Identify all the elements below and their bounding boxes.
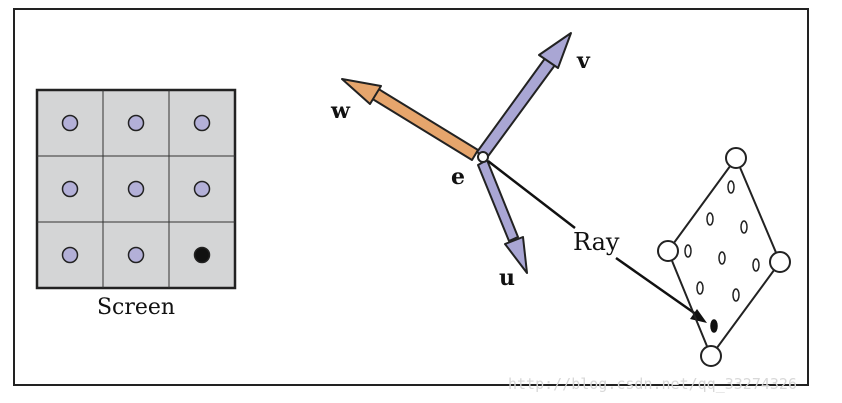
pixel-sample [127,246,145,264]
pixel-sample [61,246,79,264]
pixel-sample [61,114,79,132]
scene-object [657,147,791,367]
u-arrow-shaft [477,159,519,242]
u-label: u [499,265,515,291]
w-arrow-shaft [365,84,479,161]
v-arrow-shaft [476,56,556,160]
screen-grid [35,88,237,290]
object-vertex-right [769,251,791,273]
pixel-sample [61,180,79,198]
eye-point [477,151,489,163]
ray-line-lower [615,256,701,319]
object-vertex-bottom [700,345,722,367]
ray-line-upper [487,160,576,229]
u-axis-arrow [477,159,528,274]
ray-arrow-head [690,309,707,323]
u-arrow-head [504,236,528,274]
e-label: e [451,164,465,190]
ray-hit-point [710,319,718,333]
screen-label: Screen [97,295,175,320]
ray-label: Ray [573,228,620,256]
v-label: v [576,48,591,74]
object-vertex-left [657,240,679,262]
w-arrow-head [341,78,382,105]
v-axis-arrow [476,32,572,160]
v-arrow-head [538,32,572,69]
object-outline [666,155,782,359]
pixel-sample [193,180,211,198]
w-axis-arrow [341,78,479,161]
pixel-sample [127,180,145,198]
pixel-sample [127,114,145,132]
watermark-text: http://blog.csdn.net/qq_33274326 [508,375,797,393]
pixel-sample [193,114,211,132]
w-label: w [330,98,351,124]
object-vertex-top [725,147,747,169]
object-sample-points [684,180,760,333]
selected-pixel-sample [193,246,211,264]
